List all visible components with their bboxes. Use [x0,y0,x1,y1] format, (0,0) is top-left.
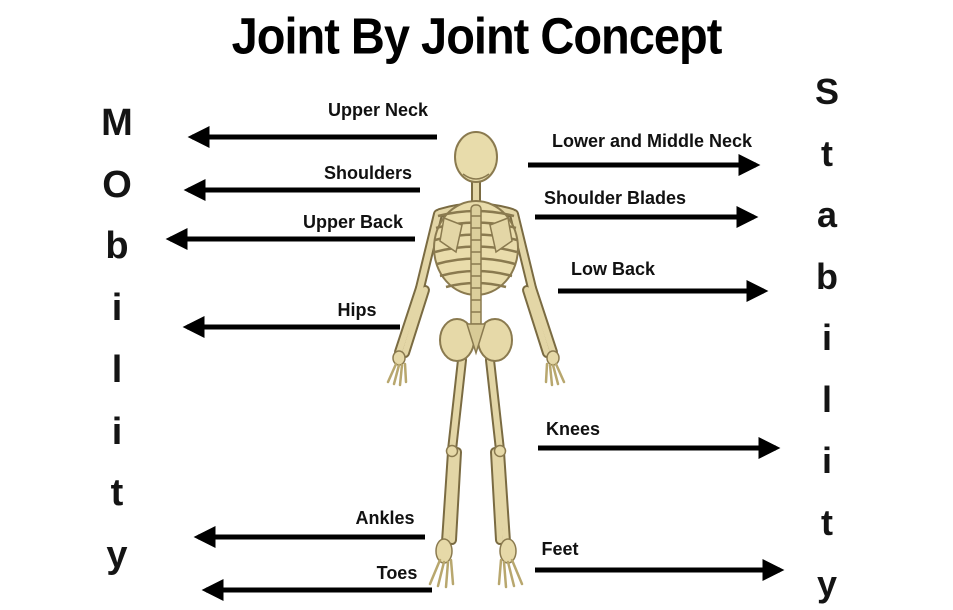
label-lower-middle-neck: Lower and Middle Neck [551,131,753,151]
stability-arrows [528,153,785,582]
stability-letter: l [821,378,832,420]
mobility-word: M O b i l i t y [96,104,138,574]
stability-letter: i [821,440,832,481]
label-knees: Knees [545,419,601,439]
label-shoulder-blades: Shoulder Blades [543,188,687,208]
mobility-letter: i [111,287,123,330]
stability-letter: i [821,317,832,358]
label-feet: Feet [541,539,579,559]
mobility-arrows [165,125,437,602]
label-upper-back: Upper Back [302,212,404,232]
foot-right [497,538,524,589]
label-hips: Hips [337,300,377,320]
foot-left [428,538,455,589]
skull [454,131,498,183]
stability-letter: t [821,501,833,543]
hand-left [386,350,408,387]
stability-letter: t [821,132,833,174]
label-low-back: Low Back [570,259,656,279]
label-shoulders: Shoulders [323,163,413,183]
mobility-letter: i [111,410,123,453]
knee-left [445,444,459,458]
stability-letter: a [816,194,838,235]
scapula-right [489,216,513,254]
knee-right [493,444,507,458]
mobility-letter: b [105,225,129,268]
label-toes: Toes [376,563,418,583]
scapula-left [439,216,463,254]
stability-word: S t a b i l i t y [806,74,848,602]
stability-letter: S [814,71,839,112]
stability-letter: y [816,563,838,604]
mobility-letter: O [102,163,132,206]
stability-letter: b [816,255,838,297]
mobility-letter: t [110,472,124,515]
pelvis [439,318,513,362]
skeleton-illustration [386,131,566,589]
mobility-letter: M [101,102,133,144]
hand-right [544,350,566,387]
label-upper-neck: Upper Neck [327,100,429,120]
mobility-letter: y [106,533,128,576]
label-ankles: Ankles [355,508,415,528]
page-title: Joint By Joint Concept [231,7,723,65]
mobility-letter: l [111,348,123,391]
